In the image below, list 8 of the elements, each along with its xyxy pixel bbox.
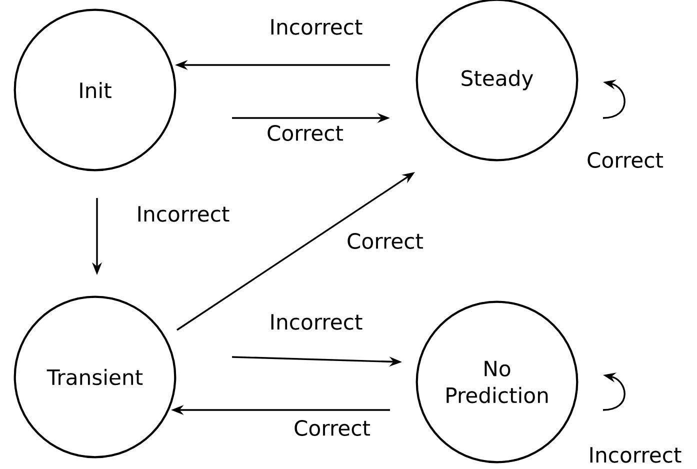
edge-label: Incorrect <box>134 204 232 224</box>
edge-label: Correct <box>345 232 425 250</box>
edge-label: Incorrect <box>268 18 364 36</box>
edge-label: Incorrect <box>268 312 364 332</box>
edge-label: Incorrect <box>586 446 684 464</box>
edge-label: Correct <box>585 150 665 170</box>
edge-label: Correct <box>265 124 345 142</box>
edge-label: Correct <box>292 418 372 438</box>
